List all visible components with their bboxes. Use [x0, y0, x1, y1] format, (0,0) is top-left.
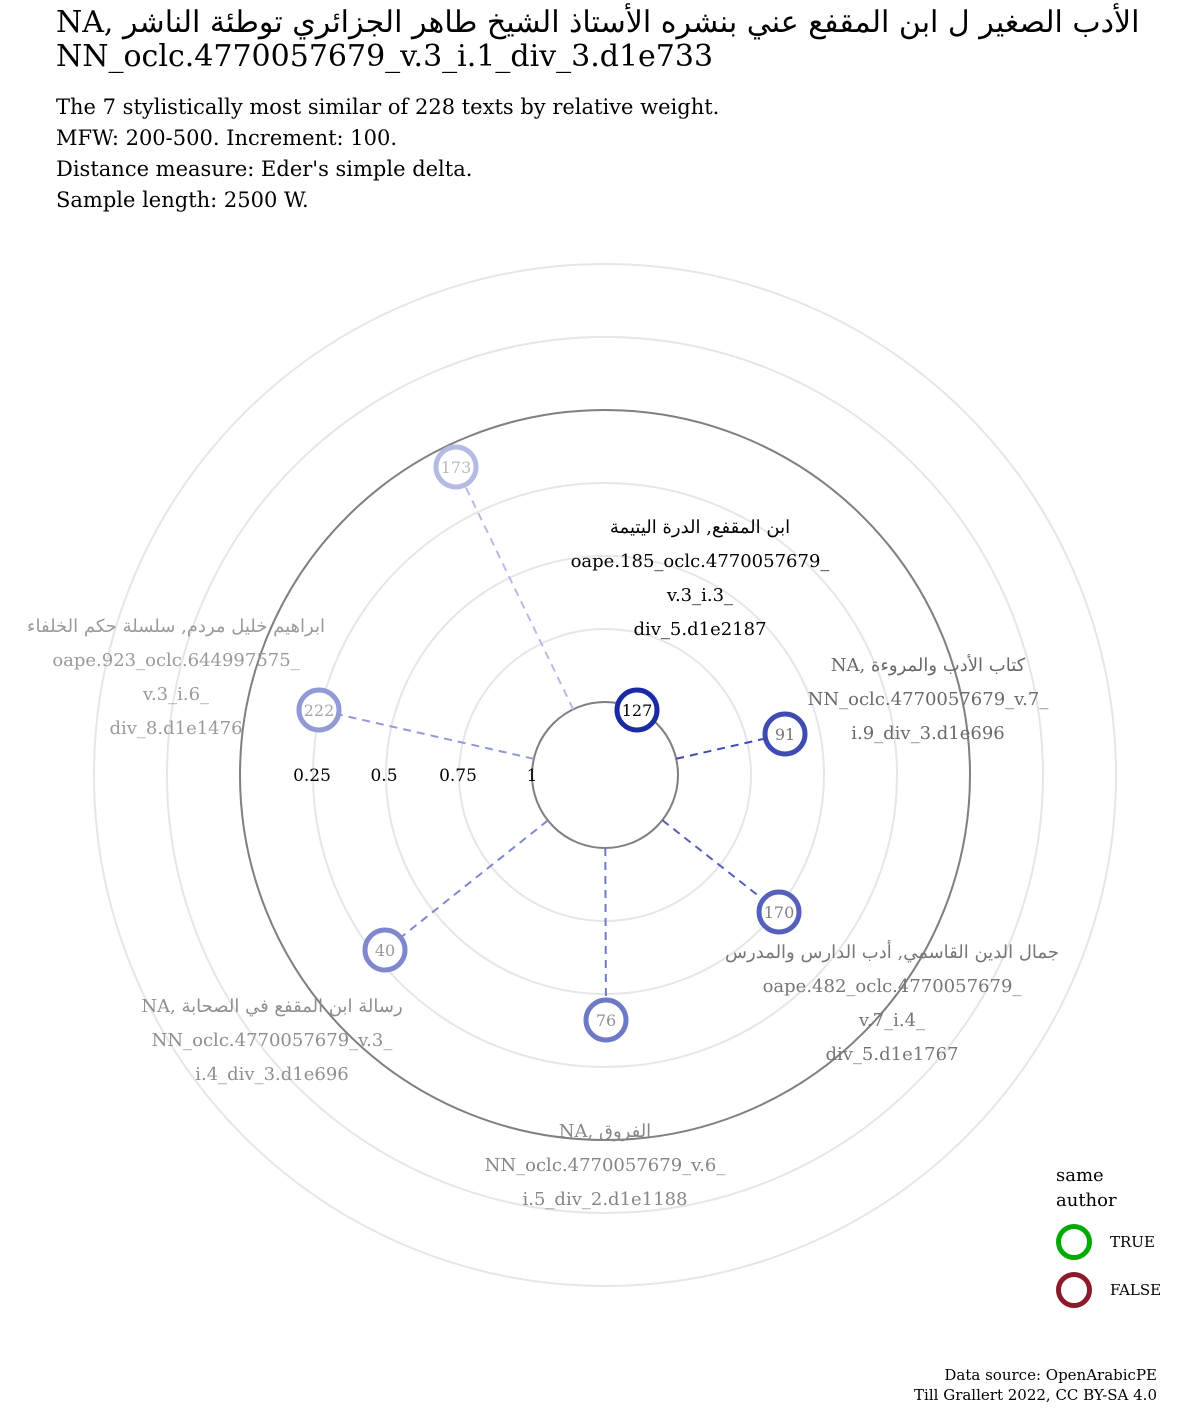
point-label-line: NA, الفروق	[559, 1121, 651, 1142]
point-label-line: NN_oclc.4770057679_v.7_	[808, 689, 1049, 710]
legend-item-false: FALSE	[1056, 1271, 1161, 1309]
point-label-line: i.4_div_3.d1e696	[195, 1064, 349, 1085]
point-label-line: NA, رسالة ابن المقفع في الصحابة	[141, 996, 402, 1017]
connector-line	[604, 847, 607, 999]
radial-tick-label: 0.25	[293, 766, 331, 786]
legend-label-false: FALSE	[1110, 1281, 1162, 1299]
data-point	[296, 687, 342, 733]
chart-subtitle: The 7 stylistically most similar of 228 …	[56, 92, 719, 216]
data-point	[614, 687, 660, 733]
data-point-id: 40	[375, 941, 395, 960]
point-label-line: i.5_div_2.d1e1188	[523, 1189, 688, 1210]
connector-line	[401, 819, 549, 938]
point-label-line: NN_oclc.4770057679_v.6_	[485, 1155, 726, 1176]
point-labels: ابن المقفع, الدرة اليتيمة oape.185_oclc.4…	[27, 517, 1059, 1210]
connector-line	[675, 737, 764, 760]
data-point	[583, 997, 629, 1043]
point-label-line: oape.185_oclc.4770057679_	[571, 551, 830, 572]
radial-tick-labels: 0.25 0.5 0.75 1	[293, 766, 537, 786]
subtitle-line: The 7 stylistically most similar of 228 …	[56, 95, 720, 119]
radial-tick-label: 0.75	[439, 766, 477, 786]
inner-ring	[531, 701, 679, 849]
data-point	[362, 927, 408, 973]
point-label-line: v.3_i.6_	[142, 684, 209, 705]
legend-label-true: TRUE	[1110, 1233, 1155, 1251]
connector-lines	[340, 486, 764, 999]
point-label-line: جمال الدين القاسمي, أدب الدارس والمدرس	[725, 940, 1059, 963]
data-point	[756, 889, 802, 935]
legend-swatch-true	[1056, 1224, 1092, 1260]
legend: same author TRUE FALSE	[1056, 1163, 1161, 1309]
point-label-line: i.9_div_3.d1e696	[851, 723, 1005, 744]
data-point-id: 170	[764, 903, 795, 922]
grid-circle	[166, 336, 1044, 1214]
point-label-line: div_8.d1e1476	[109, 718, 242, 739]
subtitle-line: MFW: 200-500. Increment: 100.	[56, 126, 398, 150]
outer-ring	[239, 409, 971, 1141]
point-label-line: div_5.d1e2187	[633, 619, 766, 640]
point-label-line: ابراهيم خليل مردم, سلسلة حكم الخلفاء	[27, 616, 325, 637]
point-label-line: oape.923_oclc.644997575_	[52, 650, 299, 671]
connector-line	[340, 713, 535, 760]
chart-title: NA, الأدب الصغير ل ابن المقفع عني بنشره …	[56, 6, 1139, 74]
data-point	[433, 444, 479, 490]
point-label-line: v.3_i.3_	[666, 585, 733, 606]
legend-swatch-false	[1056, 1272, 1092, 1308]
legend-item-true: TRUE	[1056, 1223, 1161, 1261]
connector-line	[661, 819, 763, 900]
subtitle-line: Sample length: 2500 W.	[56, 188, 309, 212]
legend-title: same author	[1056, 1165, 1117, 1211]
caption-credit: Till Grallert 2022, CC BY-SA 4.0	[914, 1386, 1157, 1404]
source-caption: Data source: OpenArabicPE Till Grallert …	[914, 1365, 1157, 1405]
data-point-id: 91	[775, 725, 795, 744]
point-label-line: ابن المقفع, الدرة اليتيمة	[610, 517, 790, 538]
radial-tick-label: 1	[527, 766, 538, 786]
point-label-line: oape.482_oclc.4770057679_	[763, 976, 1022, 997]
grid-circle	[93, 263, 1117, 1287]
chart-title-line-1: NA, الأدب الصغير ل ابن المقفع عني بنشره …	[56, 5, 1140, 40]
data-point-id: 173	[441, 458, 472, 477]
data-point-id: 127	[622, 701, 653, 720]
point-label-line: v.7_i.4_	[858, 1010, 925, 1031]
radial-tick-label: 0.5	[370, 766, 397, 786]
data-points: 127 91 170 76 40 222 173	[296, 444, 808, 1043]
caption-source: Data source: OpenArabicPE	[944, 1366, 1157, 1384]
data-point-id: 76	[596, 1011, 616, 1030]
subtitle-line: Distance measure: Eder's simple delta.	[56, 157, 473, 181]
point-label-line: div_5.d1e1767	[825, 1044, 958, 1065]
point-label-line: NA, كتاب الأدب والمروءة	[831, 653, 1026, 676]
grid-circle	[312, 482, 898, 1068]
point-label-line: NN_oclc.4770057679_v.3_	[152, 1030, 393, 1051]
chart-title-line-2: NN_oclc.4770057679_v.3_i.1_div_3.d1e733	[56, 39, 714, 74]
connector-line	[464, 486, 575, 710]
data-point	[762, 711, 808, 757]
radial-grid	[93, 263, 1117, 1287]
data-point-id: 222	[304, 701, 335, 720]
